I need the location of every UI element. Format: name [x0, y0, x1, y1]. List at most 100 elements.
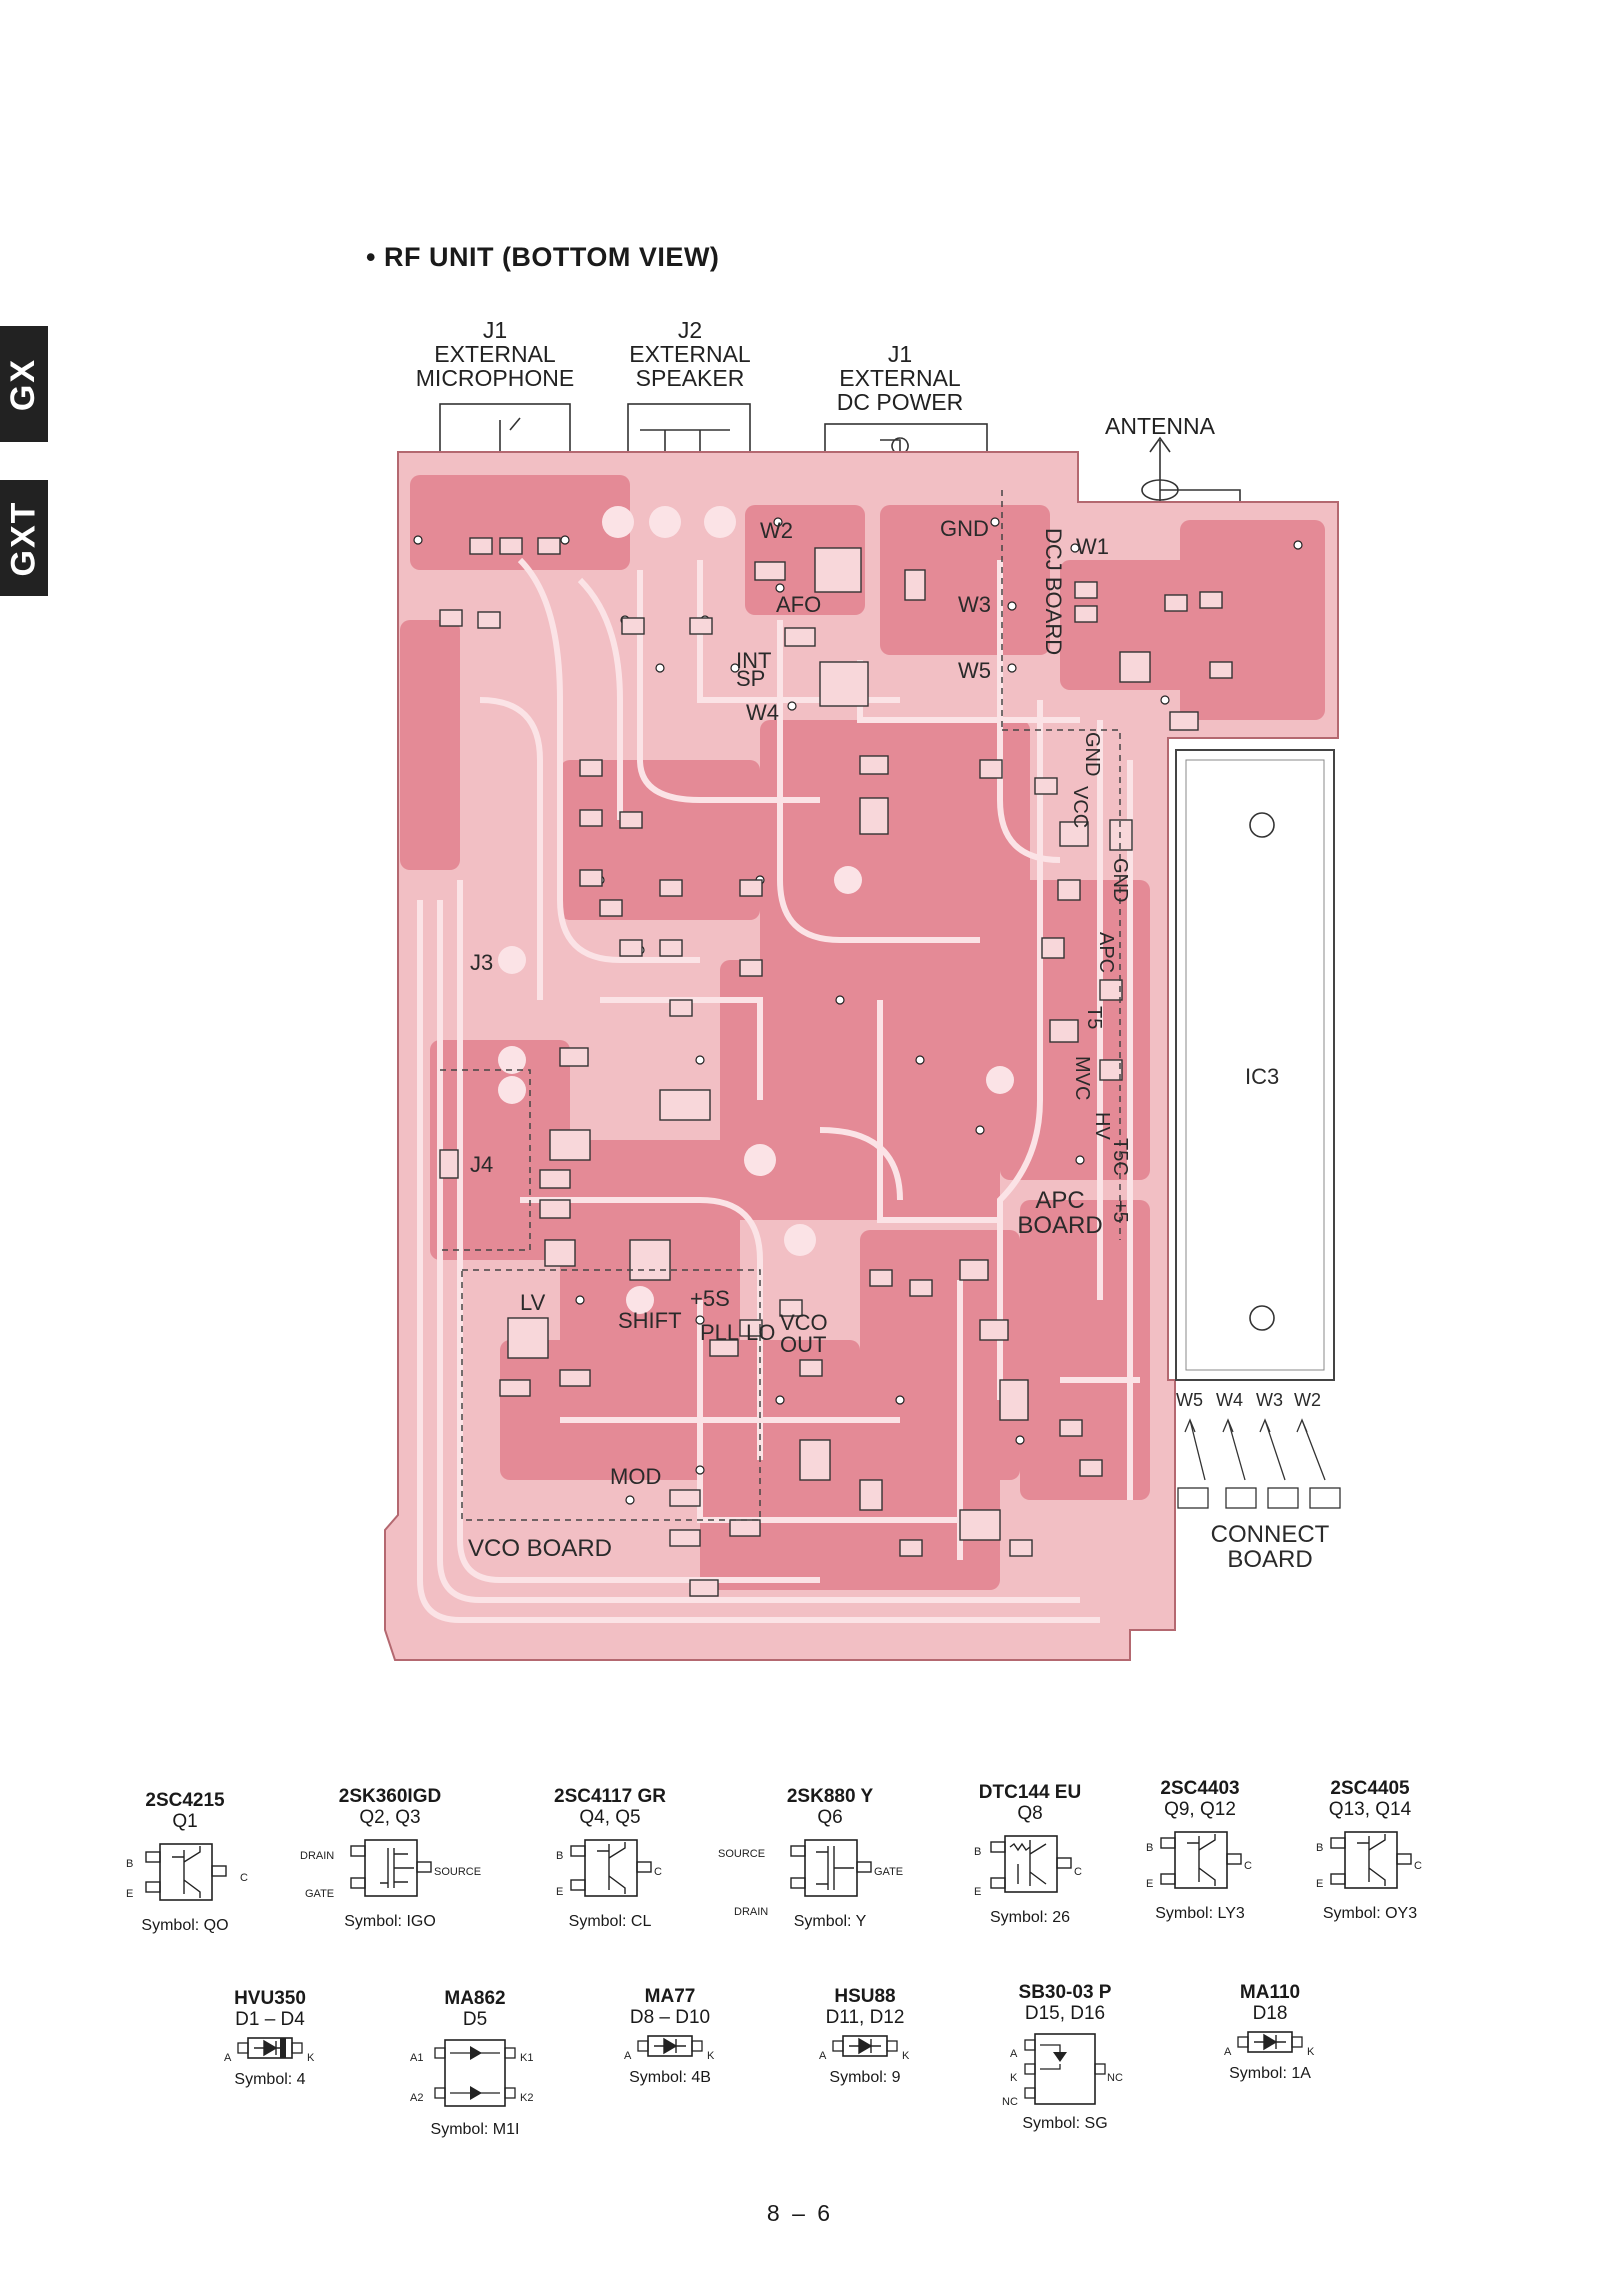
ic3-outline	[1175, 749, 1335, 1381]
connect-pin-w4: W4	[1216, 1390, 1243, 1410]
ic3-label: IC3	[1245, 1064, 1280, 1089]
bjt-symbol-icon	[1160, 1831, 1242, 1889]
bjt-symbol-icon	[1330, 1831, 1412, 1889]
pcb-label-mod: MOD	[610, 1464, 662, 1489]
side-pin-gnd-1: GND	[1081, 732, 1103, 777]
pin-e-q1: E	[126, 1888, 134, 1900]
dcj-board-label: DCJ BOARD	[1041, 528, 1066, 656]
pin-drain-q2: DRAIN	[300, 1850, 335, 1862]
pcb-label-pll: PLL	[700, 1320, 740, 1345]
pin-a-d18: A	[1224, 2046, 1232, 2058]
pin-c-q4: C	[654, 1866, 662, 1878]
pcb-label-lo: LO	[746, 1320, 776, 1345]
vias	[413, 517, 1303, 1505]
bjt-symbol-icon	[570, 1839, 652, 1897]
dual-diode-symbol-icon	[434, 2039, 516, 2107]
pcb-label-gnd: GND	[940, 516, 989, 541]
side-pin-t5c: T5C	[1109, 1138, 1131, 1176]
pcb-label-out: OUT	[780, 1332, 827, 1357]
pin-k-d15: K	[1010, 2072, 1018, 2084]
pin-a-d15: A	[1010, 2048, 1018, 2060]
fet-symbol-icon	[350, 1839, 432, 1897]
pin-nc2-d15: NC	[1107, 2072, 1123, 2084]
pin-k-d11: K	[902, 2050, 910, 2062]
pin-k2-d5: K2	[520, 2092, 534, 2104]
pin-c-q13: C	[1414, 1860, 1422, 1872]
pin-b-q4: B	[556, 1850, 564, 1862]
pin-c-q8: C	[1074, 1866, 1082, 1878]
vco-board-label: VCO BOARD	[467, 1535, 613, 1562]
pin-b-q1: B	[126, 1858, 134, 1870]
connect-board-arrows	[1184, 1418, 1326, 1481]
side-tab-gxt: GXT	[0, 480, 48, 596]
pcb-label-j3: J3	[470, 950, 494, 975]
pin-c-q1: C	[240, 1872, 248, 1884]
fet-symbol-icon	[790, 1839, 872, 1897]
pin-b-q9: B	[1146, 1842, 1154, 1854]
side-pin-mvc: MVC	[1071, 1056, 1093, 1101]
pin-e-q8: E	[974, 1886, 982, 1898]
diode-symbol-icon	[832, 2035, 898, 2057]
pcb-label-j4: J4	[470, 1152, 494, 1177]
connect-pin-w5: W5	[1176, 1390, 1203, 1410]
pcb-label-lv: LV	[520, 1290, 546, 1315]
traces	[417, 557, 1140, 1623]
pin-k-d18: K	[1307, 2046, 1315, 2058]
side-pin-vcc: VCC	[1069, 786, 1091, 829]
pcb-label-w4: W4	[746, 700, 779, 725]
pin-c-q9: C	[1244, 1860, 1252, 1872]
pcb-label-w3: W3	[958, 592, 991, 617]
pin-b-q8: B	[974, 1846, 982, 1858]
side-pin-apc: APC	[1095, 932, 1117, 974]
pin-e-q4: E	[556, 1886, 564, 1898]
pin-a-d11: A	[819, 2050, 827, 2062]
digital-transistor-symbol-icon	[990, 1835, 1072, 1893]
pcb-label-sp: SP	[736, 666, 766, 691]
side-pin-t5: T5	[1083, 1006, 1105, 1030]
pin-nc1-d15: NC	[1002, 2096, 1018, 2108]
pin-drain-q6: DRAIN	[734, 1906, 769, 1918]
pcb-label-w1: W1	[1076, 534, 1109, 559]
pin-source-q2: SOURCE	[434, 1866, 482, 1878]
diode-symbol-icon	[237, 2037, 303, 2059]
pin-k-d1: K	[307, 2052, 315, 2064]
pcb-label-vco: VCO	[780, 1310, 828, 1335]
smd-components	[439, 537, 1233, 1597]
diode-symbol-icon	[637, 2035, 703, 2057]
pcb-label-w5: W5	[958, 658, 991, 683]
side-pin-plus5: +5	[1109, 1200, 1131, 1223]
pin-a-d1: A	[224, 2052, 232, 2064]
pin-b-q13: B	[1316, 1842, 1324, 1854]
side-tab-gx: GX	[0, 326, 48, 442]
side-pin-hv: HV	[1091, 1112, 1113, 1140]
diode-symbol-icon	[1237, 2031, 1303, 2053]
connect-pin-w2: W2	[1294, 1390, 1321, 1410]
antenna-label: ANTENNA	[1105, 413, 1215, 439]
pin-a2-d5: A2	[410, 2092, 424, 2104]
pin-gate-q2: GATE	[305, 1888, 335, 1900]
pcb-label-w2: W2	[760, 518, 793, 543]
pin-a-d8: A	[624, 2050, 632, 2062]
pin-k1-d5: K1	[520, 2052, 534, 2064]
page-number: 8 – 6	[766, 2200, 834, 2226]
mount-holes	[498, 506, 1014, 1314]
pin-gate-q6: GATE	[874, 1866, 904, 1878]
pin-e-q9: E	[1146, 1878, 1154, 1890]
